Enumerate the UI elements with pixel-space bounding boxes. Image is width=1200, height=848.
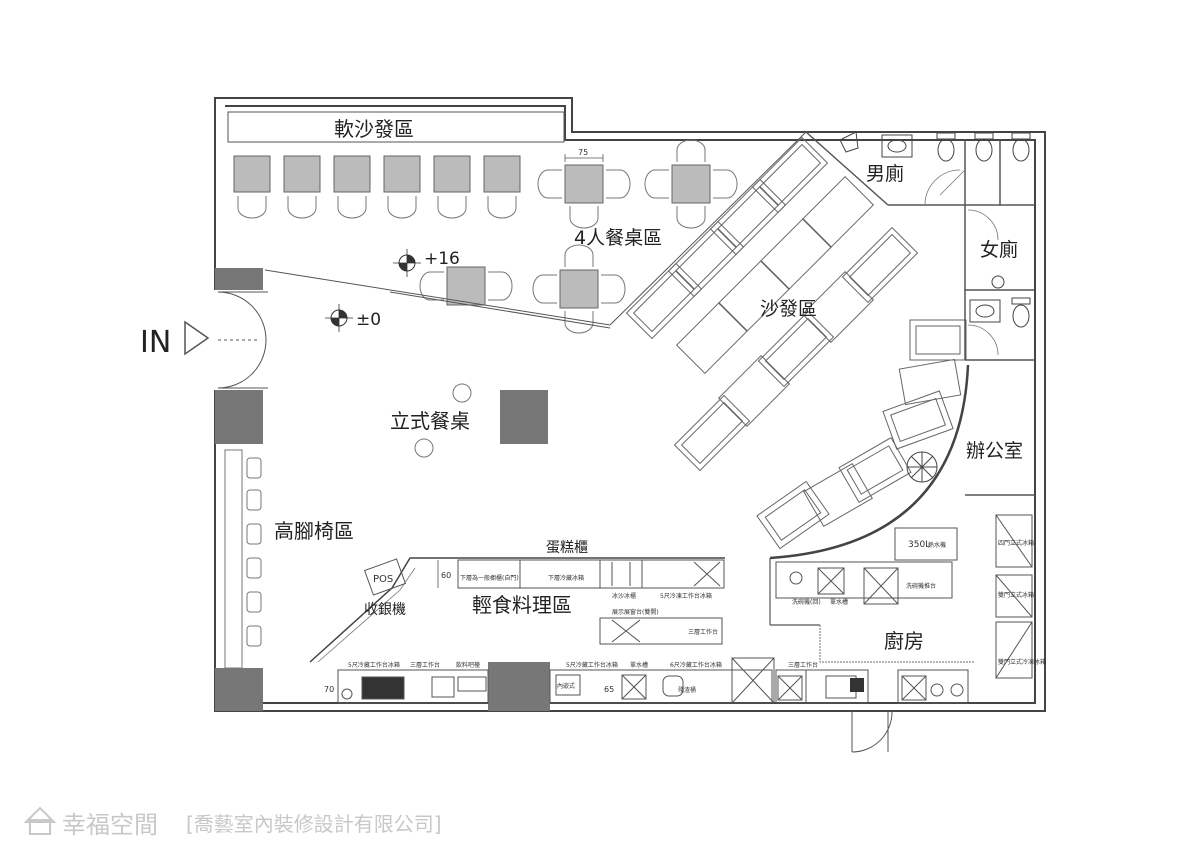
equip-fridge-4: 四門立式冰箱 [998, 539, 1034, 547]
equip-dish-c: 洗碗機推台 [906, 582, 936, 590]
back-counter [337, 657, 969, 704]
pos-label: POS [373, 574, 393, 585]
columns [215, 268, 550, 711]
cake-cabinet-label: 蛋糕櫃 [546, 540, 588, 556]
restroom-walls [888, 140, 1035, 496]
zone-high-chair: 高腳椅區 [274, 519, 354, 543]
watermark-home-icon [23, 806, 57, 835]
equip-dish-a: 洗碗機(回) [792, 598, 821, 606]
soft-sofa-bench [227, 111, 565, 143]
level-raised: +16 [424, 249, 460, 269]
platform-edge [264, 269, 611, 326]
table-dimension [564, 154, 604, 162]
standing-table-block [500, 390, 548, 444]
soft-sofa-tables [233, 155, 521, 219]
mens-wall-diagonal [805, 131, 889, 206]
standing-stools [414, 383, 472, 458]
equip-tank-sub: 熱水機 [928, 541, 946, 549]
equip-bin: 殘渣桶 [678, 686, 696, 694]
watermark-company: [喬藝室內裝修設計有限公司] [186, 812, 442, 836]
dim-table-width: 75 [578, 148, 588, 157]
cashier-label: 收銀機 [364, 602, 406, 618]
equip-drink: 飲料吧檯 [456, 661, 480, 669]
equip-freezer5: 5尺冷凍工作台冰箱 [660, 592, 712, 600]
spiral-stair-icon [906, 451, 938, 483]
pos-icon [363, 558, 407, 596]
bin-block [850, 678, 864, 692]
zone-standing: 立式餐桌 [390, 409, 470, 433]
equip-fridge-2b: 雙門立式冷凍冰箱 [998, 658, 1046, 666]
equip-work-a: 三層工作台 [410, 661, 440, 669]
equip-display: 展示展窗台(雙開) [612, 608, 659, 616]
level-marker-icon [325, 304, 353, 332]
counter-edge [309, 557, 725, 663]
level-marker-icon [393, 249, 421, 277]
equip-work-b: 三層工作台 [788, 661, 818, 669]
equip-fridge-2: 雙門立式冰箱 [998, 591, 1034, 599]
dim-back-depth: 70 [324, 685, 334, 694]
equip-under-fridge: 下層為一般櫥櫃(自門) [460, 574, 519, 582]
sink-icon [839, 131, 859, 153]
zone-soft-sofa: 軟沙發區 [334, 117, 414, 141]
platform-step [389, 291, 611, 329]
equip-fridge-a: 5尺冷藏工作台冰箱 [348, 661, 400, 669]
equip-work-c: 三層工作台 [688, 628, 718, 636]
dim-counter-depth: 60 [441, 571, 451, 580]
curved-wall [769, 364, 970, 560]
entrance-label: IN [140, 325, 171, 360]
equip-dish-b: 單水槽 [830, 598, 848, 606]
zone-womens: 女廁 [980, 238, 1018, 261]
equip-under-cooler: 下層冷藏冰箱 [548, 574, 584, 582]
front-counter [457, 559, 725, 645]
kitchen-walls [769, 558, 975, 663]
zone-kitchen: 廚房 [884, 629, 924, 653]
zone-mens: 男廁 [866, 162, 904, 185]
equip-ice: 冰沙冰櫃 [612, 592, 636, 600]
entrance-arrow-icon [184, 320, 210, 356]
toilet-icon [881, 132, 1031, 328]
four-person-tables [419, 139, 738, 334]
equip-fridge-b: 5尺冷藏工作台冰箱 [566, 661, 618, 669]
equip-fridge-c: 6尺冷藏工作台冰箱 [670, 661, 722, 669]
zone-office: 辦公室 [966, 440, 1023, 462]
equip-tank: 350L [908, 540, 930, 550]
restroom-doors [924, 169, 999, 356]
equip-sink-a: 單水槽 [630, 661, 648, 669]
dim-counter-gap: 65 [604, 685, 614, 694]
sofa-seats [625, 136, 967, 550]
equip-micro: 內嵌式 [557, 682, 575, 690]
watermark-brand: 幸福空間 [62, 811, 158, 839]
entrance-doors [217, 291, 268, 389]
kitchen-door [851, 710, 893, 753]
entrance-opening [210, 290, 224, 390]
kitchen-equipment [775, 514, 1033, 679]
sofa-divider [609, 131, 807, 326]
level-floor: ±0 [356, 310, 381, 330]
zone-light-meal: 輕食料理區 [472, 593, 572, 617]
high-chairs [224, 449, 262, 669]
zone-sofa: 沙發區 [760, 298, 817, 320]
zone-four-table: 4人餐桌區 [574, 227, 662, 249]
